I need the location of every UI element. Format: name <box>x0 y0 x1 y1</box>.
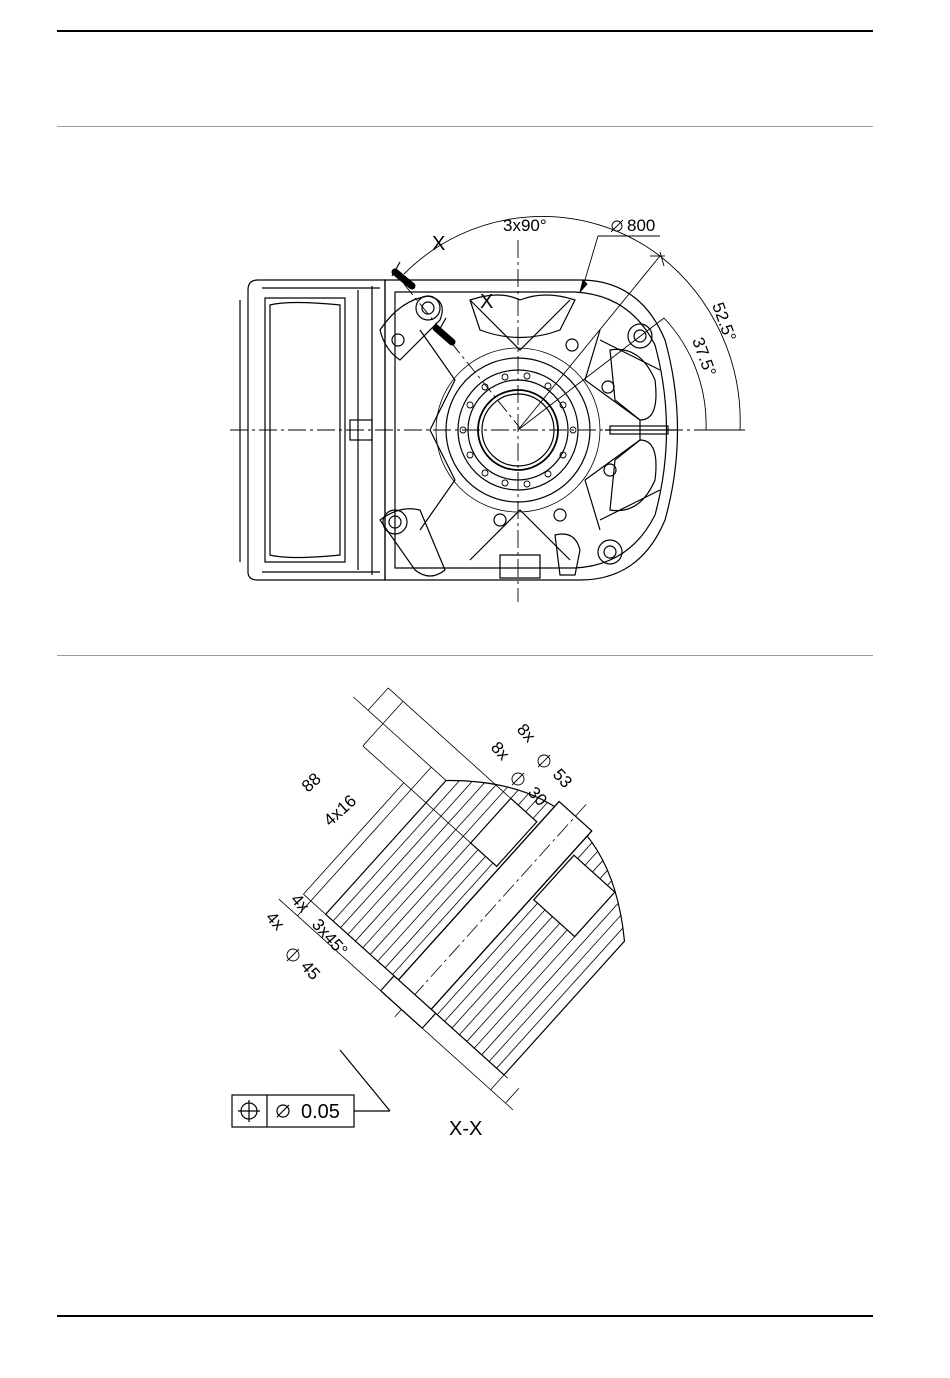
section-body <box>306 721 678 1097</box>
dim-4x16: 4x16 <box>320 791 360 830</box>
dim-diameter-800: 800 <box>627 216 655 235</box>
section-cut-markers <box>392 262 520 428</box>
dim-angle-52-5: 52.5° <box>708 300 739 344</box>
tolerance-value: 0.05 <box>301 1101 340 1123</box>
dim-angle-37-5: 37.5° <box>688 335 719 379</box>
dim-angle-spacing: 3x90° <box>503 216 547 235</box>
section-view: 88 4x16 8x 53 8x 30 4x 3x45° 4x 45 0.05 … <box>213 637 701 1140</box>
dim-88: 88 <box>298 769 325 796</box>
dim-4x-chamfer-value: 3x45° <box>308 915 351 960</box>
dim-8x-30-count: 8x <box>487 738 513 764</box>
dim-8x-53-value: 53 <box>549 765 576 792</box>
section-marker-x-upper: X <box>432 233 445 255</box>
dim-8x-30-value: 30 <box>524 783 551 810</box>
dim-8x-53-count: 8x <box>513 720 539 746</box>
top-view: X X 3x90° 800 52.5° 37.5° <box>230 216 745 602</box>
angular-dimensions <box>404 216 745 430</box>
section-label: X-X <box>449 1118 482 1140</box>
section-marker-x-lower: X <box>480 291 493 313</box>
dim-4x-chamfer-count: 4x <box>287 890 313 916</box>
dim-4x-45-value: 45 <box>297 957 324 984</box>
dim-4x-45-count: 4x <box>262 908 288 934</box>
